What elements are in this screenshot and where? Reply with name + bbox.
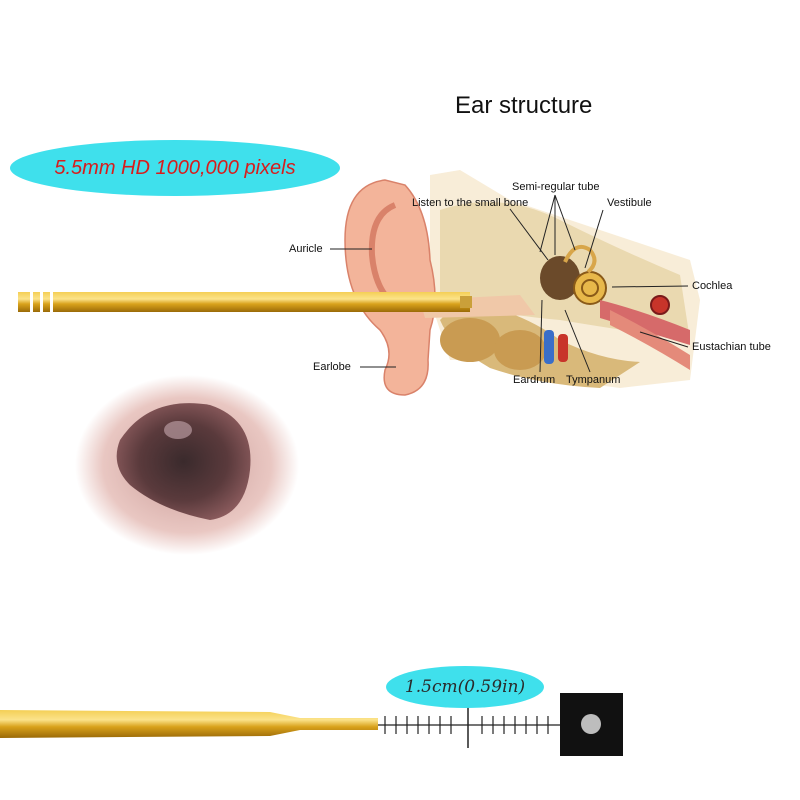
label-semi-regular-tube: Semi-regular tube bbox=[512, 181, 600, 193]
label-cochlea: Cochlea bbox=[692, 280, 733, 292]
resolution-badge: 5.5mm HD 1000,000 pixels bbox=[10, 140, 340, 196]
label-tympanum: Tympanum bbox=[566, 374, 621, 386]
label-earlobe: Earlobe bbox=[313, 361, 351, 373]
label-pointer-lines bbox=[330, 194, 689, 373]
upper-probe bbox=[18, 292, 472, 312]
label-listen-small-bone: Listen to the small bone bbox=[412, 197, 529, 209]
label-eardrum: Eardrum bbox=[513, 374, 556, 386]
label-eustachian-tube: Eustachian tube bbox=[692, 341, 771, 353]
diagram-title: Ear structure bbox=[455, 92, 593, 119]
resolution-badge-text: 5.5mm HD 1000,000 pixels bbox=[54, 156, 296, 179]
measurement-badge: 1.5cm(0.59in) bbox=[386, 666, 544, 708]
lower-probe bbox=[0, 710, 378, 738]
endoscope-view-image bbox=[75, 375, 299, 555]
camera-head bbox=[560, 693, 623, 756]
label-auricle: Auricle bbox=[289, 243, 323, 255]
label-vestibule: Vestibule bbox=[607, 197, 652, 209]
ruler bbox=[378, 706, 560, 748]
measurement-text: 1.5cm(0.59in) bbox=[404, 677, 526, 697]
